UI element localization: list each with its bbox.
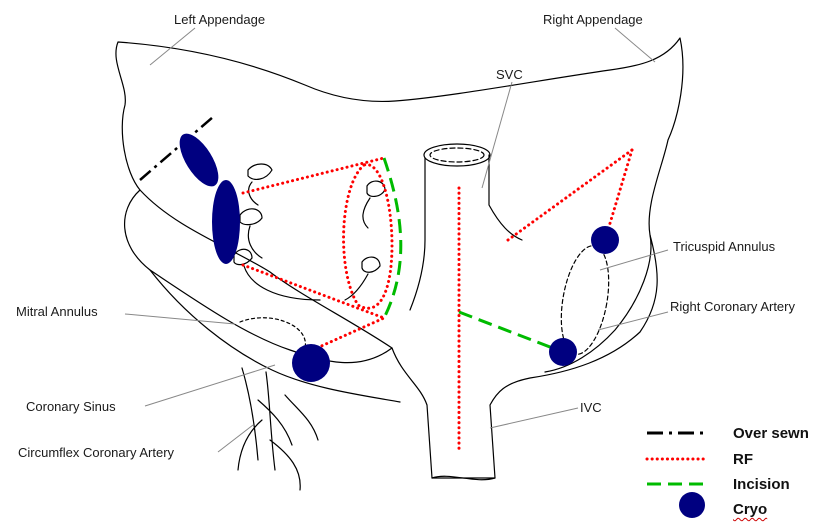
circumflex-branches bbox=[238, 368, 318, 490]
svc-opening-inner bbox=[430, 148, 484, 162]
coronary-sinus-band bbox=[150, 270, 400, 402]
left-lower-lobe bbox=[125, 190, 392, 363]
cryo-lesion-3 bbox=[292, 344, 330, 382]
svc-opening bbox=[424, 144, 490, 166]
rf-lines bbox=[243, 150, 632, 450]
label-right-appendage: Right Appendage bbox=[543, 13, 643, 26]
cryo-lesion-2 bbox=[212, 180, 240, 264]
svc-trunk bbox=[410, 155, 522, 310]
legend-label-over-sewn: Over sewn bbox=[733, 426, 809, 441]
label-tricuspid-annulus: Tricuspid Annulus bbox=[673, 240, 775, 253]
cryo-lesion-4 bbox=[591, 226, 619, 254]
legend-symbols bbox=[647, 433, 708, 518]
label-left-appendage: Left Appendage bbox=[174, 13, 265, 26]
cryo-lesion-1 bbox=[172, 128, 226, 193]
legend-label-rf: RF bbox=[733, 452, 753, 467]
legend-label-cryo: Cryo bbox=[733, 502, 767, 517]
label-mitral-annulus: Mitral Annulus bbox=[16, 305, 98, 318]
label-circumflex-coronary-artery: Circumflex Coronary Artery bbox=[18, 446, 174, 459]
legend-cryo-swatch bbox=[679, 492, 705, 518]
pulmonary-veins bbox=[234, 164, 385, 300]
leader-lines bbox=[125, 28, 668, 452]
label-right-coronary-artery: Right Coronary Artery bbox=[670, 300, 795, 313]
label-svc: SVC bbox=[496, 68, 523, 81]
incision-lines bbox=[384, 158, 563, 352]
label-ivc: IVC bbox=[580, 401, 602, 414]
cryo-lesion-5 bbox=[549, 338, 577, 366]
label-coronary-sinus: Coronary Sinus bbox=[26, 400, 116, 413]
legend-label-incision: Incision bbox=[733, 477, 790, 492]
